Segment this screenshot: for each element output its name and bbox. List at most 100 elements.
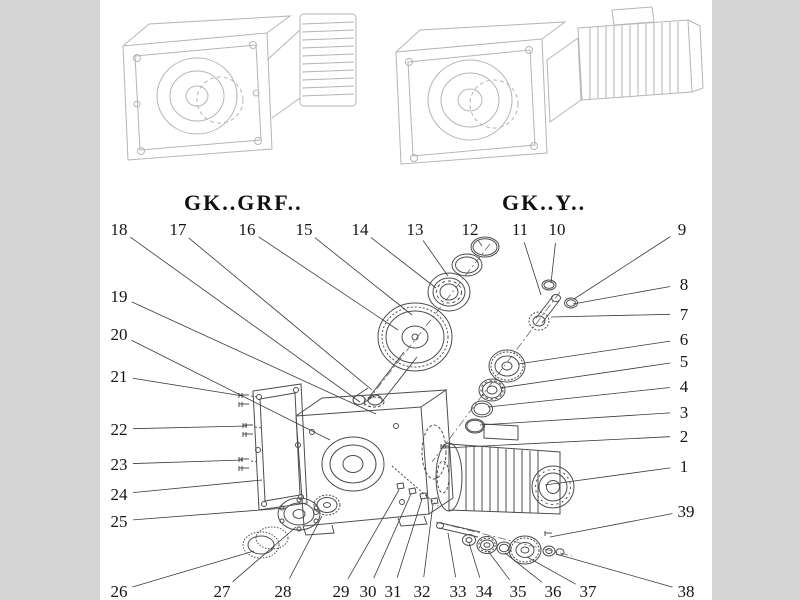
callout-19: 19 bbox=[111, 287, 128, 306]
retaining-rings-drawing bbox=[451, 236, 500, 277]
leader-line-27 bbox=[232, 526, 297, 583]
leader-line-14 bbox=[370, 237, 437, 289]
gearbox-grf-drawing bbox=[122, 13, 357, 161]
leader-line-37 bbox=[526, 556, 576, 585]
leader-line-18 bbox=[130, 236, 361, 403]
callout-22: 22 bbox=[111, 420, 128, 439]
callout-37: 37 bbox=[580, 582, 598, 600]
leader-line-19 bbox=[131, 301, 377, 415]
left-margin bbox=[0, 0, 100, 600]
main-bearing-drawing bbox=[427, 272, 471, 312]
leader-line-25 bbox=[132, 507, 287, 521]
callout-10: 10 bbox=[549, 220, 566, 239]
callout-14: 14 bbox=[352, 220, 370, 239]
callout-18: 18 bbox=[111, 220, 128, 239]
callout-32: 32 bbox=[414, 582, 431, 600]
motor-bolt bbox=[440, 444, 449, 449]
series-label-y: GK..Y.. bbox=[502, 190, 587, 215]
input-pinion-drawing bbox=[528, 279, 578, 331]
callout-21: 21 bbox=[111, 367, 128, 386]
callout-20: 20 bbox=[111, 325, 128, 344]
output-shaft-drawing bbox=[436, 522, 565, 565]
leader-line-31 bbox=[396, 498, 423, 578]
leader-line-24 bbox=[132, 479, 263, 494]
leader-line-35 bbox=[487, 550, 510, 581]
callout-30: 30 bbox=[360, 582, 377, 600]
leader-line-7 bbox=[550, 313, 671, 318]
callout-35: 35 bbox=[510, 582, 527, 600]
leader-line-26 bbox=[132, 550, 255, 588]
exploded-view bbox=[238, 236, 578, 565]
leader-line-34 bbox=[468, 542, 481, 578]
callout-26: 26 bbox=[111, 582, 128, 600]
callout-25: 25 bbox=[111, 512, 128, 531]
callout-29: 29 bbox=[333, 582, 350, 600]
leader-line-16 bbox=[258, 236, 399, 331]
callout-1: 1 bbox=[680, 457, 689, 476]
callout-11: 11 bbox=[512, 220, 528, 239]
mounting-flange-drawing bbox=[252, 383, 308, 511]
leader-line-6 bbox=[517, 340, 671, 365]
callout-17: 17 bbox=[170, 220, 188, 239]
leader-line-32 bbox=[423, 503, 434, 578]
housing-drawing bbox=[295, 387, 454, 536]
callout-13: 13 bbox=[407, 220, 424, 239]
callout-12: 12 bbox=[462, 220, 479, 239]
input-gear-drawing bbox=[488, 349, 526, 383]
leader-line-11 bbox=[523, 242, 542, 296]
leader-line-15 bbox=[314, 237, 413, 316]
leader-line-39 bbox=[549, 513, 673, 538]
callout-4: 4 bbox=[680, 377, 689, 396]
leader-line-20 bbox=[131, 339, 331, 441]
callout-6: 6 bbox=[680, 330, 689, 349]
series-label-grf: GK..GRF.. bbox=[184, 190, 303, 215]
callout-23: 23 bbox=[111, 455, 128, 474]
shim-ring-drawing bbox=[242, 526, 289, 559]
leader-line-30 bbox=[373, 493, 412, 579]
callout-33: 33 bbox=[450, 582, 467, 600]
leader-line-23 bbox=[132, 459, 244, 464]
output-bolt bbox=[544, 531, 552, 536]
right-margin bbox=[712, 0, 800, 600]
leader-line-9 bbox=[573, 236, 671, 300]
leader-line-38 bbox=[555, 553, 673, 588]
callout-9: 9 bbox=[678, 220, 687, 239]
callout-38: 38 bbox=[678, 582, 695, 600]
leader-line-17 bbox=[188, 237, 373, 391]
leader-line-36 bbox=[504, 552, 543, 583]
callout-31: 31 bbox=[385, 582, 402, 600]
callout-27: 27 bbox=[214, 582, 232, 600]
leader-line-33 bbox=[447, 532, 457, 578]
callout-8: 8 bbox=[680, 275, 689, 294]
leader-line-8 bbox=[572, 286, 671, 305]
leader-line-5 bbox=[499, 362, 671, 389]
end-cover-drawing bbox=[277, 494, 341, 532]
axis-line-input bbox=[431, 291, 561, 463]
motor-top-drawing bbox=[577, 6, 704, 101]
leader-line-10 bbox=[550, 242, 556, 284]
callout-28: 28 bbox=[275, 582, 292, 600]
leader-line-2 bbox=[444, 436, 671, 449]
main-gear-drawing bbox=[367, 302, 453, 406]
motor-drawing bbox=[435, 423, 575, 515]
callout-15: 15 bbox=[296, 220, 313, 239]
callout-3: 3 bbox=[680, 403, 689, 422]
leader-line-3 bbox=[479, 412, 671, 426]
leader-line-12 bbox=[477, 240, 483, 247]
leader-line-28 bbox=[289, 515, 323, 579]
motor-fasteners-drawing bbox=[391, 465, 439, 507]
callout-5: 5 bbox=[680, 352, 689, 371]
leader-line-22 bbox=[132, 425, 248, 430]
leader-line-13 bbox=[422, 240, 449, 277]
callout-7: 7 bbox=[680, 305, 689, 324]
leader-line-4 bbox=[487, 387, 671, 408]
axis-line-main bbox=[361, 243, 491, 409]
bell-housing bbox=[546, 37, 582, 123]
axis-line-output bbox=[435, 521, 573, 557]
leader-line-29 bbox=[347, 489, 400, 580]
callout-16: 16 bbox=[239, 220, 256, 239]
callout-34: 34 bbox=[476, 582, 494, 600]
